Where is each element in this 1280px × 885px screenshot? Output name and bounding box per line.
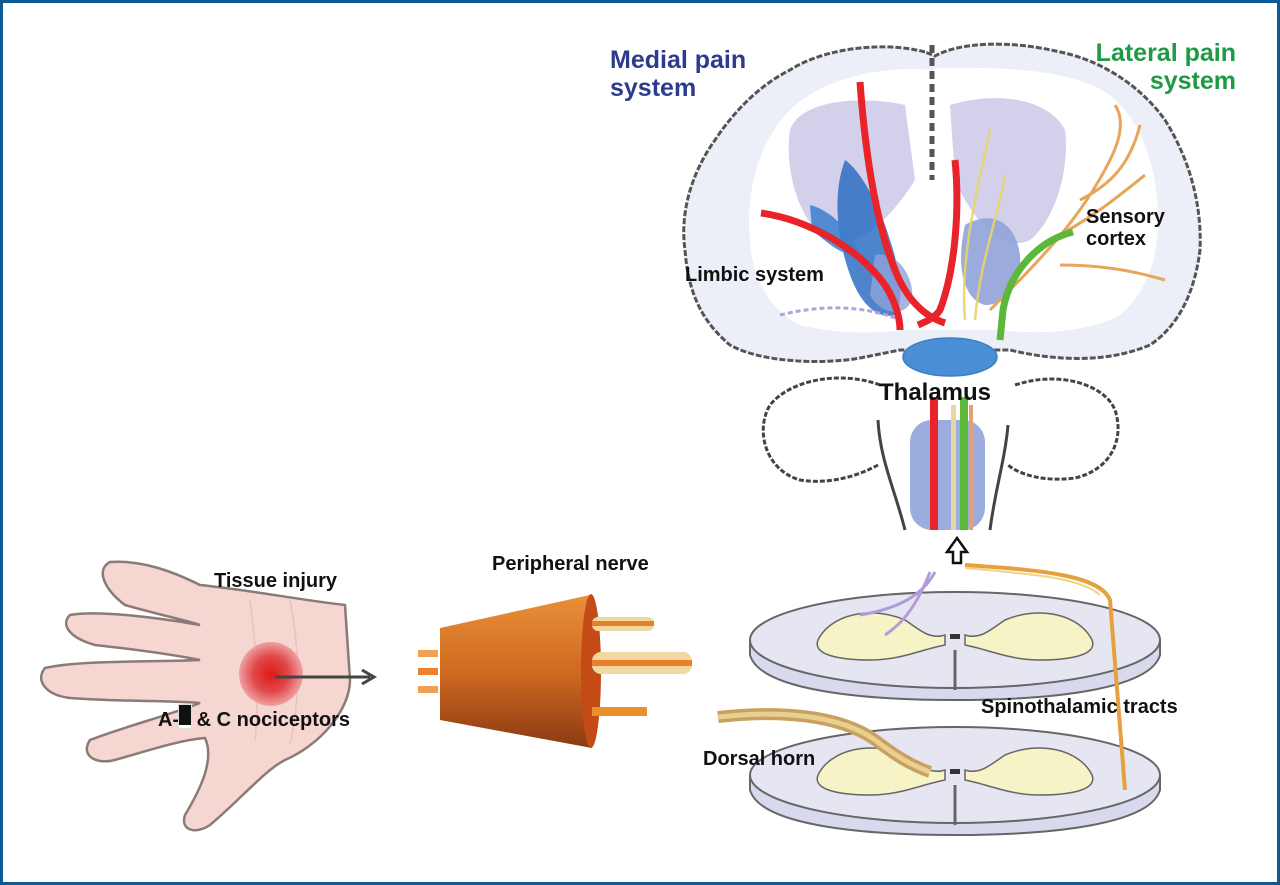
medial-pain-system-label: Medial pain system — [610, 46, 747, 102]
tissue-injury-label: Tissue injury — [214, 570, 338, 592]
lateral-pathway-line — [996, 228, 1074, 341]
medial-tract-fibers — [859, 571, 937, 637]
lateral-pain-system-line2: system — [1149, 66, 1236, 95]
sensory-cortex-label: Sensory cortex — [1086, 206, 1165, 250]
brainstem-yellow-tract — [951, 405, 956, 530]
temporal-lobe-left — [761, 376, 881, 483]
thalamus-shape — [902, 337, 998, 377]
thalamocortical-fibers — [962, 129, 1007, 321]
peripheral-nerve-illustration — [418, 594, 692, 748]
spinothalamic-tract-fiber-2 — [964, 567, 1101, 596]
brainstem-core — [910, 420, 985, 530]
sensory-cortex-line2: cortex — [1086, 228, 1147, 250]
medial-pathway-line — [760, 209, 904, 331]
temporal-lobe-right — [1007, 377, 1120, 481]
basal-ganglia-left — [870, 254, 913, 312]
spinal-cord-sections — [717, 563, 1161, 837]
nociceptors-label: A- & C nociceptors — [158, 705, 350, 731]
medial-pathway-lines — [760, 81, 961, 331]
up-arrow-icon — [944, 535, 970, 565]
brainstem-medial-tract — [930, 397, 938, 530]
sensory-cortex-fibers — [988, 104, 1166, 312]
lateral-pain-system-line1: Lateral pain — [1095, 39, 1236, 67]
brainstem-outline — [876, 419, 1010, 531]
lateral-pain-system-label: Lateral pain system — [1095, 39, 1236, 95]
spinal-section-lower — [749, 726, 1161, 837]
limbic-structure-left-2 — [810, 205, 858, 255]
injury-arrow-icon — [275, 668, 377, 686]
brainstem — [761, 376, 1120, 531]
sensory-cortex-line1: Sensory — [1086, 206, 1165, 228]
dorsal-horn-label: Dorsal horn — [703, 748, 816, 770]
spinothalamic-tract-fiber — [964, 563, 1127, 791]
limbic-system-label: Limbic system — [685, 264, 824, 286]
spinothalamic-tracts-label: Spinothalamic tracts — [981, 696, 1178, 718]
basal-ganglia-right — [961, 218, 1021, 305]
nerve-bundle — [440, 595, 598, 748]
peripheral-nerve-label: Peripheral nerve — [492, 553, 649, 575]
injury-site — [239, 642, 303, 706]
limbic-fibers-purple — [779, 306, 896, 320]
brainstem-orange-tract — [969, 405, 973, 530]
lateral-ventricle-right — [950, 98, 1066, 244]
missing-glyph-box — [179, 705, 192, 728]
brainstem-lateral-tract — [960, 397, 968, 530]
medial-pain-system-line2: system — [610, 73, 697, 102]
hand-outline — [39, 560, 352, 832]
brain-coronal-section — [682, 42, 1202, 377]
diagram-canvas — [39, 42, 1202, 837]
medial-pathway-line — [916, 159, 961, 329]
medial-pain-system-line1: Medial pain — [610, 46, 747, 74]
medial-pathway-line — [856, 81, 947, 327]
hand-illustration — [39, 560, 377, 832]
nerve-axons — [592, 617, 692, 716]
nociceptors-suffix: & C nociceptors — [196, 709, 351, 731]
nociceptors-prefix: A- — [158, 709, 180, 731]
thalamus-label: Thalamus — [879, 379, 992, 406]
dorsal-root-fiber-core — [717, 711, 931, 775]
spinal-section-upper — [749, 571, 1161, 702]
